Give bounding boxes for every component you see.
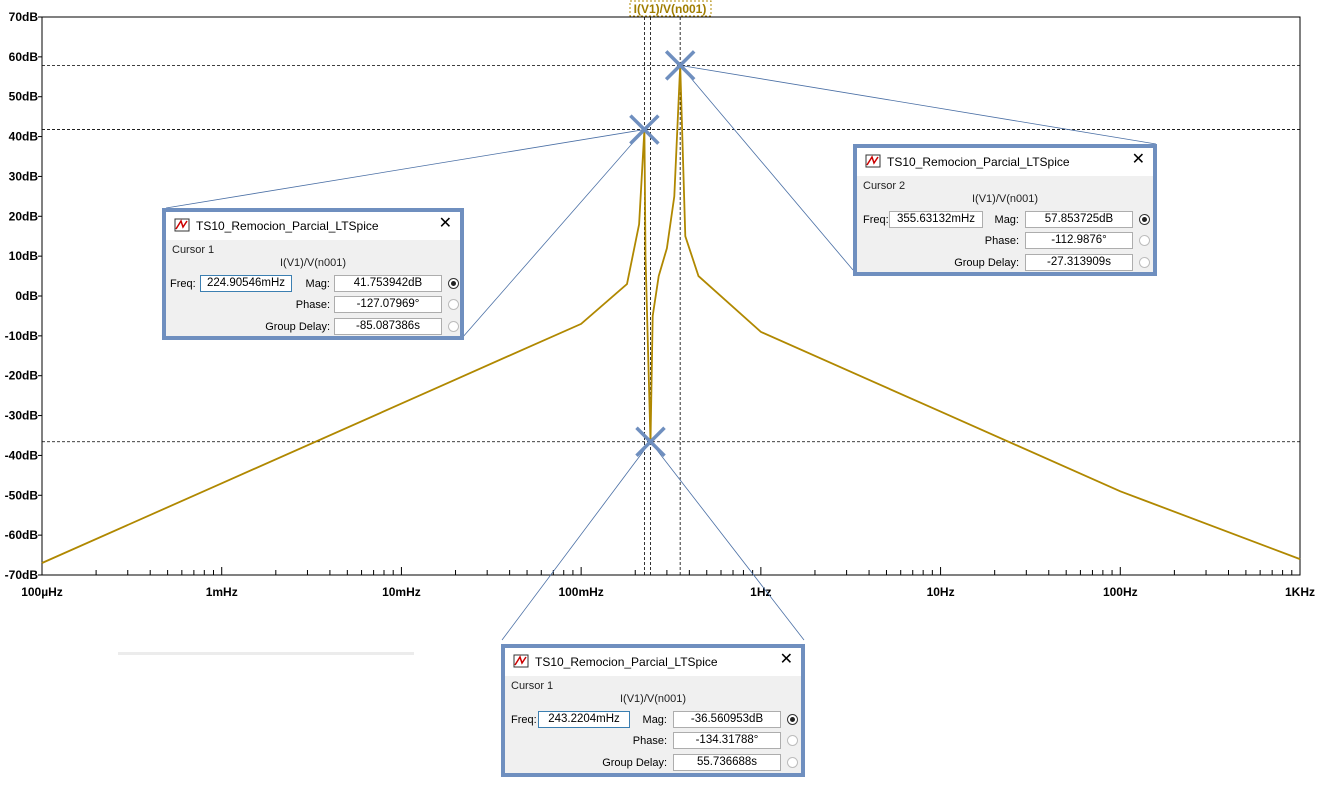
trace-label[interactable]: I(V1)/V(n001) [634,2,707,16]
phase-label: Phase: [632,735,667,747]
close-icon[interactable]: ✕ [438,215,452,232]
ltspice-logo-icon [865,154,881,168]
y-tick-label: -60dB [5,528,39,542]
mag-label: Mag: [642,714,667,726]
x-tick-label: 1mHz [206,585,238,599]
cursor-group-label: Cursor 2 [863,180,906,192]
phase-radio[interactable] [448,299,459,310]
group-delay-radio[interactable] [1139,257,1150,268]
x-stroke [635,426,666,457]
y-tick-label: -30dB [5,409,39,423]
mag-field[interactable]: 57.853725dB [1025,211,1133,228]
cursor-x-icon[interactable] [635,426,666,457]
y-tick-label: 50dB [9,90,39,104]
cursor-window-1[interactable]: TS10_Remocion_Parcial_LTSpice ✕ Cursor 1… [162,208,464,340]
cursor-x-icon[interactable] [629,114,660,145]
cursor-window-3[interactable]: TS10_Remocion_Parcial_LTSpice ✕ Cursor 1… [501,644,805,777]
window-title: TS10_Remocion_Parcial_LTSpice [535,655,718,669]
mag-label: Mag: [994,214,1019,226]
cursor-markers[interactable] [629,50,696,457]
trace-line[interactable] [41,65,1301,564]
group-delay-field[interactable]: 55.736688s [673,754,781,771]
mag-radio[interactable] [787,714,798,725]
y-tick-label: -70dB [5,568,39,582]
phase-field[interactable]: -134.31788° [673,732,781,749]
phase-label: Phase: [984,235,1019,247]
group-delay-radio[interactable] [448,321,459,332]
freq-label: Freq: [863,214,889,226]
mag-radio[interactable] [448,278,459,289]
mag-field[interactable]: 41.753942dB [334,275,442,292]
group-delay-label: Group Delay: [265,321,330,333]
connector-line [461,129,645,339]
cursor-group-label: Cursor 1 [172,244,215,256]
y-tick-label: -20dB [5,369,39,383]
phase-radio[interactable] [1139,235,1150,246]
y-axis: 70dB 60dB 50dB 40dB 30dB 20dB 10dB 0dB -10dB -20d… [5,10,42,582]
x-axis: 100µHz 1mHz 10mHz 100mHz 1Hz 10Hz 100Hz 1KHz [21,567,1315,599]
close-icon[interactable]: ✕ [1131,151,1145,168]
freq-label: Freq: [511,714,537,726]
x-tick-label: 1KHz [1285,585,1315,599]
y-tick-label: -40dB [5,448,39,462]
close-icon[interactable]: ✕ [779,651,793,668]
connector-line [680,65,1157,145]
phase-label: Phase: [295,299,330,311]
mag-radio[interactable] [1139,214,1150,225]
y-tick-label: 0dB [15,289,38,303]
expression-label: I(V1)/V(n001) [971,193,1039,205]
phase-radio[interactable] [787,735,798,746]
x-tick-label: 100mHz [558,585,603,599]
mag-label: Mag: [305,278,330,290]
connector-line [165,129,645,209]
x-stroke [664,50,696,81]
group-delay-label: Group Delay: [602,757,667,769]
title-bar[interactable]: TS10_Remocion_Parcial_LTSpice ✕ [505,648,801,676]
x-tick-label: 10mHz [382,585,421,599]
y-tick-label: 70dB [9,10,39,24]
y-tick-label: -50dB [5,488,39,502]
freq-field[interactable]: 224.90546mHz [200,275,292,292]
cursor-window-2[interactable]: TS10_Remocion_Parcial_LTSpice ✕ Cursor 2… [853,144,1157,276]
group-delay-field[interactable]: -27.313909s [1025,254,1133,271]
ltspice-logo-icon [174,218,190,232]
cursor-group-label: Cursor 1 [511,680,554,692]
expression-label: I(V1)/V(n001) [619,693,687,705]
title-bar[interactable]: TS10_Remocion_Parcial_LTSpice ✕ [857,148,1153,176]
x-tick-label: 10Hz [927,585,955,599]
title-bar[interactable]: TS10_Remocion_Parcial_LTSpice ✕ [166,212,460,240]
cursor-connectors [165,65,1157,641]
freq-field[interactable]: 243.2204mHz [538,711,630,728]
group-delay-field[interactable]: -85.087386s [334,318,442,335]
mag-field[interactable]: -36.560953dB [673,711,781,728]
connector-line [501,441,651,641]
x-tick-label: 100µHz [21,585,63,599]
window-title: TS10_Remocion_Parcial_LTSpice [887,155,1070,169]
phase-field[interactable]: -112.9876° [1025,232,1133,249]
y-tick-label: -10dB [5,329,39,343]
cursor-x-icon[interactable] [664,50,696,81]
expression-label: I(V1)/V(n001) [279,257,347,269]
y-tick-label: 10dB [9,249,39,263]
y-tick-label: 30dB [9,169,39,183]
freq-field[interactable]: 355.63132mHz [889,211,983,228]
x-stroke [629,114,660,145]
phase-field[interactable]: -127.07969° [334,296,442,313]
connector-line [650,441,805,641]
trace-label-box [629,0,712,17]
x-tick-label: 100Hz [1103,585,1138,599]
connector-line [679,65,854,271]
y-tick-label: 40dB [9,130,39,144]
x-tick-label: 1Hz [750,585,771,599]
ltspice-logo-icon [513,654,529,668]
window-title: TS10_Remocion_Parcial_LTSpice [196,219,379,233]
cursor-guides [42,17,1300,575]
y-tick-label: 20dB [9,209,39,223]
y-tick-label: 60dB [9,50,39,64]
group-delay-label: Group Delay: [954,257,1019,269]
freq-label: Freq: [170,278,196,290]
scrollbar-remnant [118,652,414,655]
group-delay-radio[interactable] [787,757,798,768]
